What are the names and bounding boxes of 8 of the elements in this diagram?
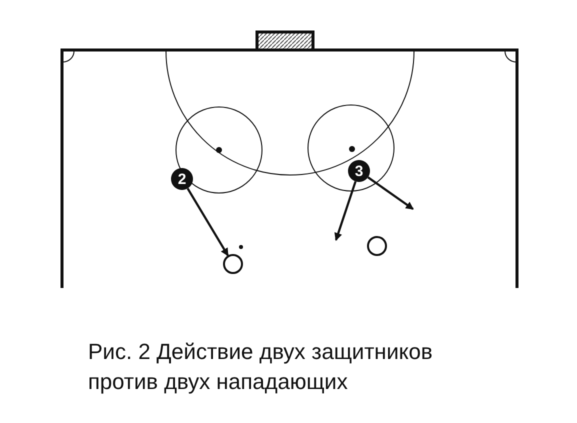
player-marker: 3	[348, 160, 370, 182]
caption: Рис. 2 Действие двух защитников против двух нападающих	[88, 338, 434, 396]
movement-arrow	[334, 181, 357, 241]
player-circle	[223, 254, 243, 274]
movement-arrow	[186, 188, 229, 256]
player-marker: 2	[171, 168, 193, 190]
player-circle	[367, 236, 387, 256]
movement-arrow	[367, 176, 414, 210]
